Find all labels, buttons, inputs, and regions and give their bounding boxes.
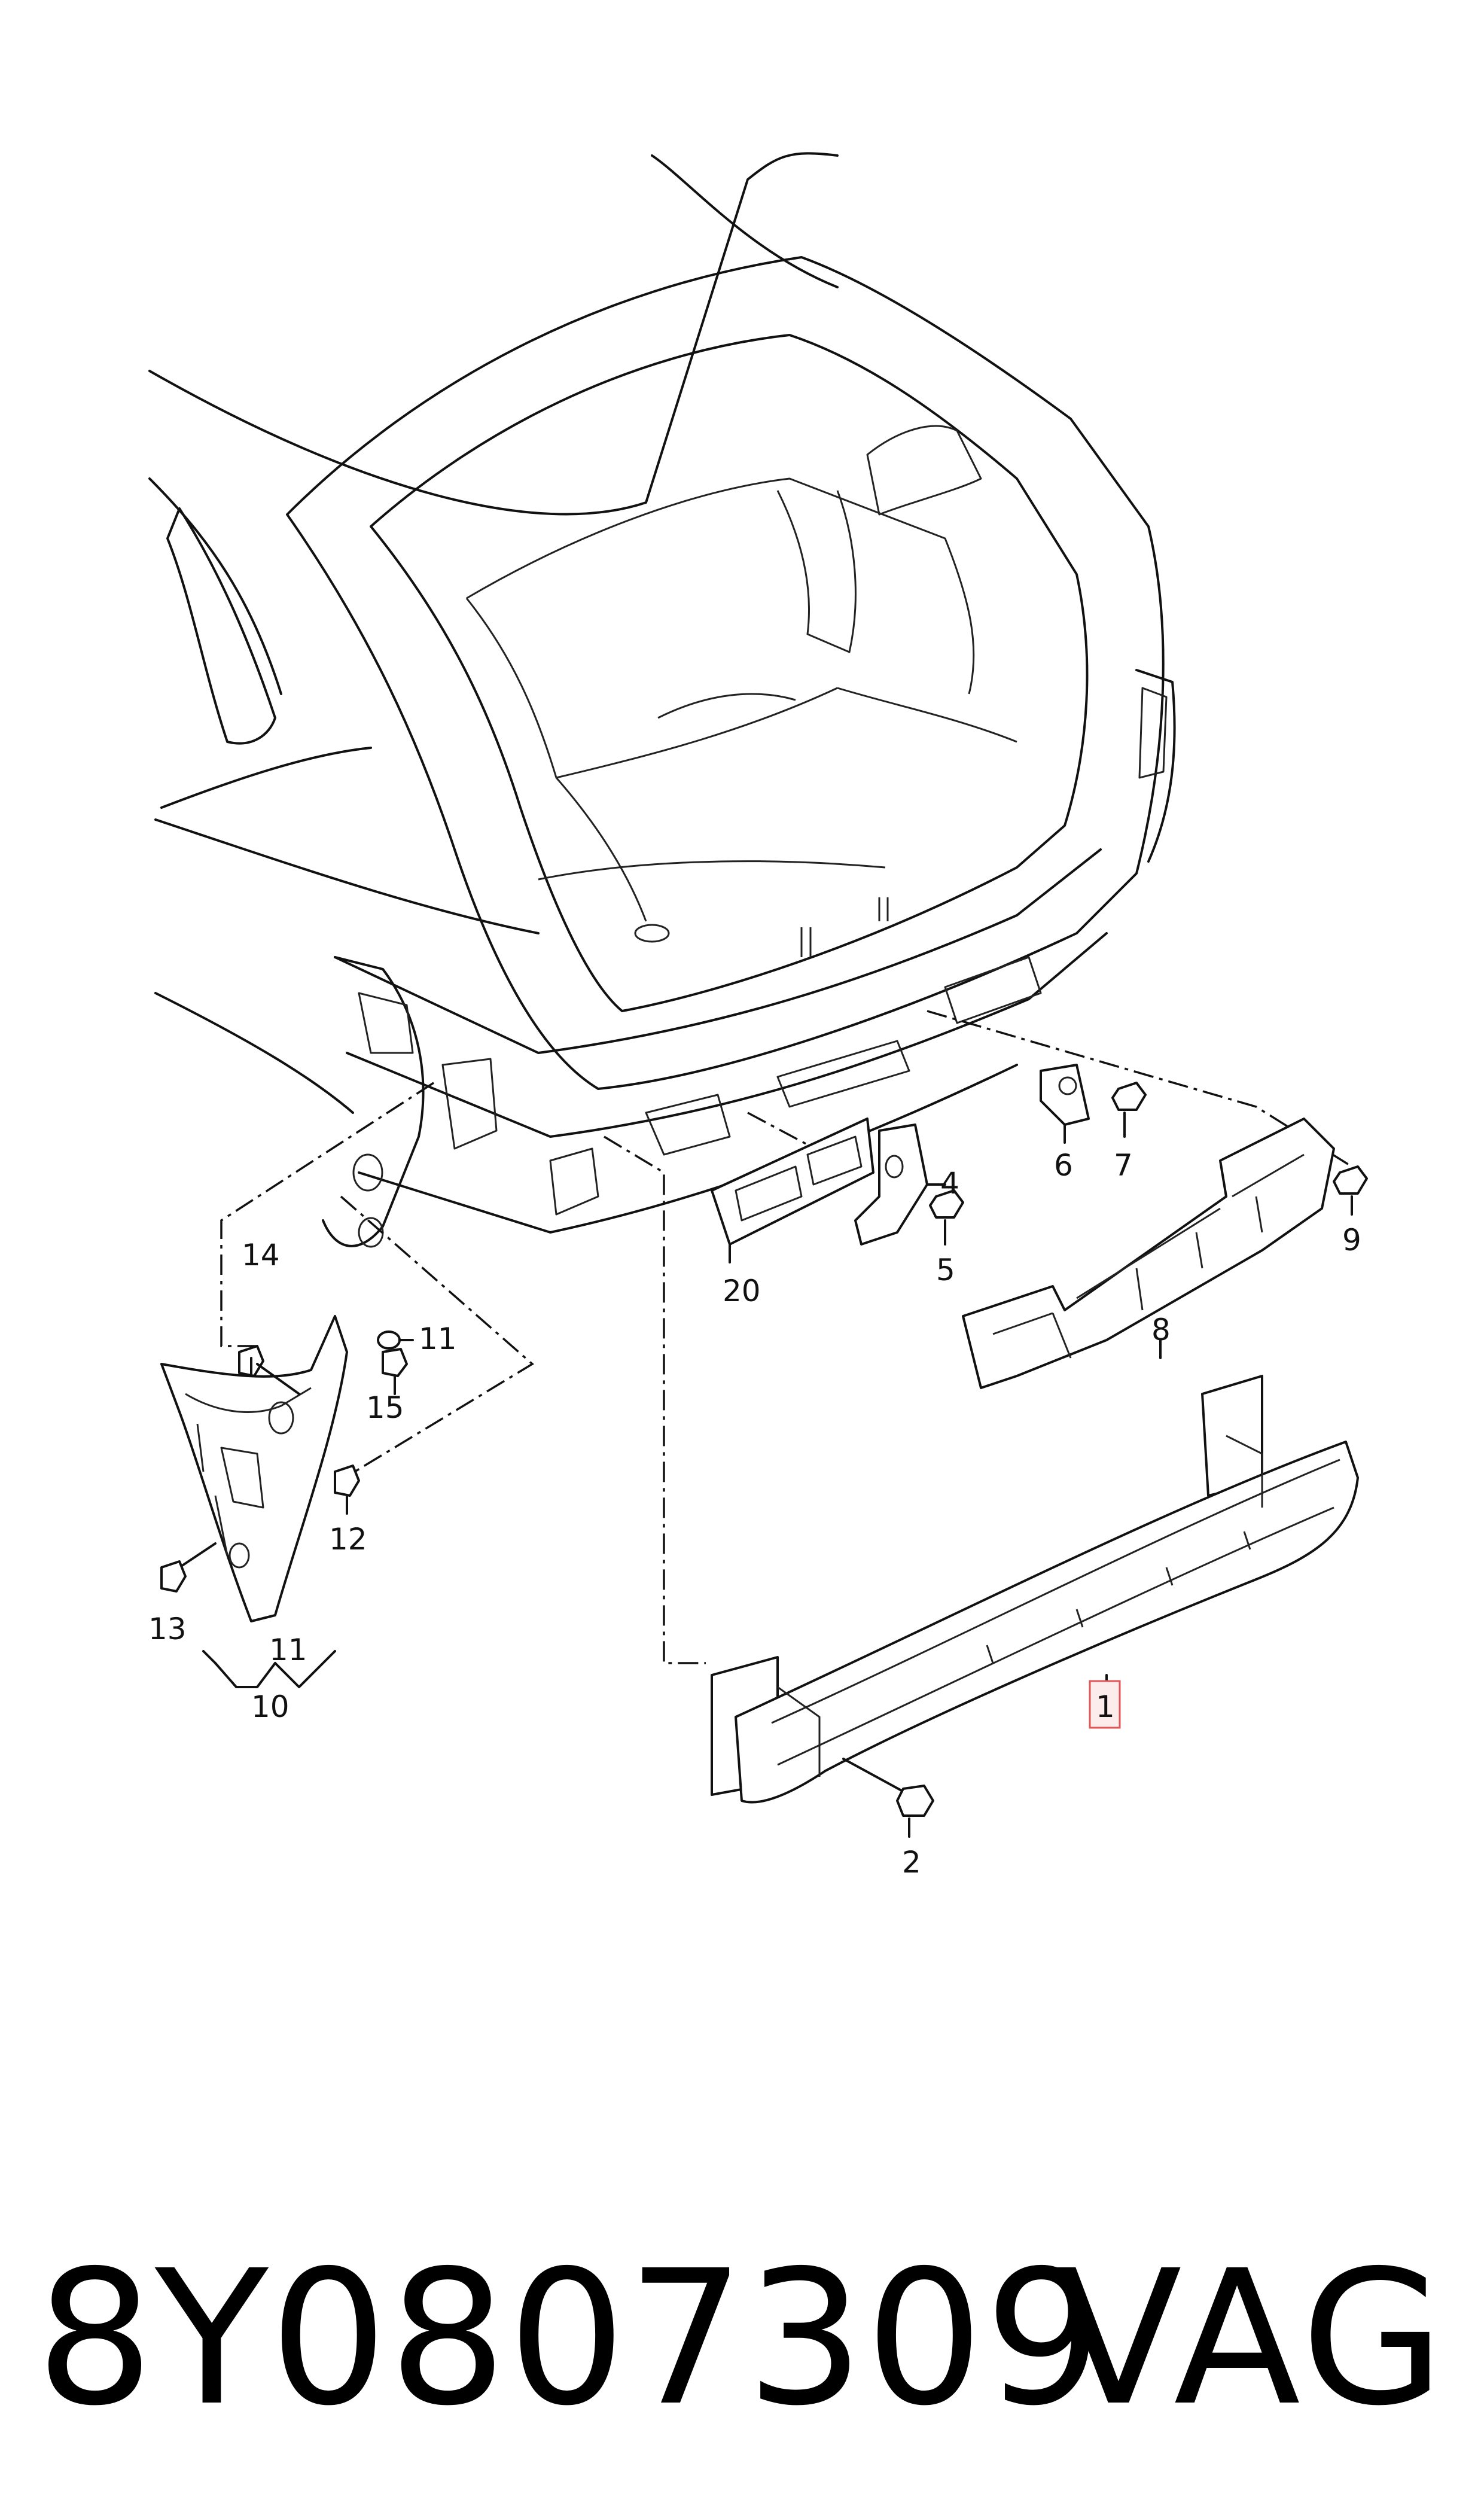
callout-2: 2 bbox=[902, 1845, 921, 1880]
part-6-bracket bbox=[1040, 1064, 1090, 1126]
callout-9: 9 bbox=[1342, 1223, 1361, 1258]
part-1-bumper-beam bbox=[711, 1375, 1359, 1804]
callout-10: 10 bbox=[251, 1689, 290, 1724]
callout-8: 8 bbox=[1151, 1313, 1171, 1347]
brand-label: VAG bbox=[1055, 2231, 1448, 2447]
callout-4: 4 bbox=[940, 1166, 959, 1201]
part-9-nut bbox=[1333, 1165, 1368, 1195]
diagram-svg: 1 2 4 5 6 7 8 9 10 11 11 12 13 14 15 20 bbox=[148, 152, 1368, 1880]
callout-20: 20 bbox=[723, 1274, 761, 1308]
callout-1: 1 bbox=[1096, 1689, 1115, 1724]
footer: 8Y0807309 VAG bbox=[0, 2213, 1484, 2465]
part-12-clip bbox=[334, 1464, 360, 1497]
part-11-washer bbox=[377, 1330, 401, 1350]
callout-5: 5 bbox=[936, 1253, 955, 1287]
callout-15: 15 bbox=[366, 1390, 404, 1425]
part-8-mounting-rail bbox=[962, 1118, 1335, 1389]
part-5-nut bbox=[929, 1189, 964, 1219]
part-13-screw bbox=[160, 1560, 187, 1593]
callout-12: 12 bbox=[329, 1522, 367, 1557]
part-7-nut bbox=[1111, 1082, 1147, 1111]
callout-1-highlight bbox=[1089, 1680, 1121, 1729]
callout-13: 13 bbox=[148, 1612, 187, 1646]
callout-11-lower: 11 bbox=[269, 1633, 307, 1667]
callout-labels: 1 2 4 5 6 7 8 9 10 11 11 12 13 14 15 20 bbox=[148, 1148, 1361, 1880]
part-20-bracket-plate bbox=[711, 1118, 874, 1246]
callout-bracket-10 bbox=[202, 1650, 336, 1688]
callout-11-upper: 11 bbox=[419, 1322, 457, 1356]
callout-6: 6 bbox=[1054, 1148, 1073, 1183]
part-10-bracket-assembly bbox=[160, 1315, 348, 1622]
car-body bbox=[148, 152, 1176, 1248]
callout-14: 14 bbox=[242, 1238, 280, 1272]
part-4-bracket bbox=[854, 1123, 928, 1246]
part-15-screw bbox=[382, 1348, 408, 1377]
part-number: 8Y0807309 bbox=[36, 2231, 1104, 2447]
callout-7: 7 bbox=[1114, 1148, 1133, 1183]
nuts bbox=[929, 1082, 1368, 1219]
part-2-bolt bbox=[842, 1758, 934, 1817]
